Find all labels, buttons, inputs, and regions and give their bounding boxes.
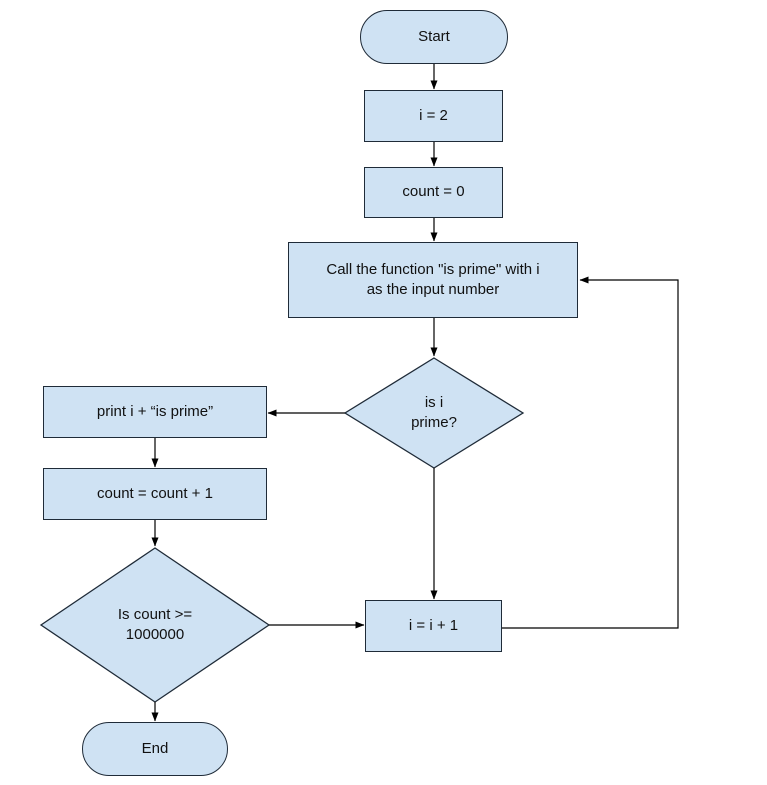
node-end: End — [82, 722, 228, 776]
node-increment-i: i = i + 1 — [365, 600, 502, 652]
node-end-label: End — [141, 739, 169, 757]
node-init-i-label: i = 2 — [419, 106, 448, 124]
node-print-prime-label: print i + “is prime” — [96, 402, 214, 420]
node-call-is-prime: Call the function "is prime" with i as t… — [288, 242, 578, 318]
node-call-is-prime-label: Call the function "is prime" with i as t… — [326, 260, 540, 298]
node-increment-count: count = count + 1 — [43, 468, 267, 520]
node-increment-count-label: count = count + 1 — [97, 484, 213, 502]
is-i-prime-text: is i prime? — [411, 393, 457, 431]
node-init-i: i = 2 — [364, 90, 503, 142]
node-init-count-label: count = 0 — [402, 183, 465, 201]
edge-increment-i-loop-to-call — [502, 276, 679, 629]
node-start: Start — [360, 10, 508, 64]
node-increment-i-label: i = i + 1 — [408, 616, 459, 634]
count-threshold-text: Is count >= 1000000 — [117, 605, 193, 643]
node-count-threshold-label: Is count >= 1000000 — [85, 595, 225, 655]
node-print-prime: print i + “is prime” — [43, 386, 267, 438]
node-is-i-prime-label: is i prime? — [374, 383, 494, 443]
node-init-count: count = 0 — [364, 167, 503, 218]
node-start-label: Start — [418, 27, 450, 45]
